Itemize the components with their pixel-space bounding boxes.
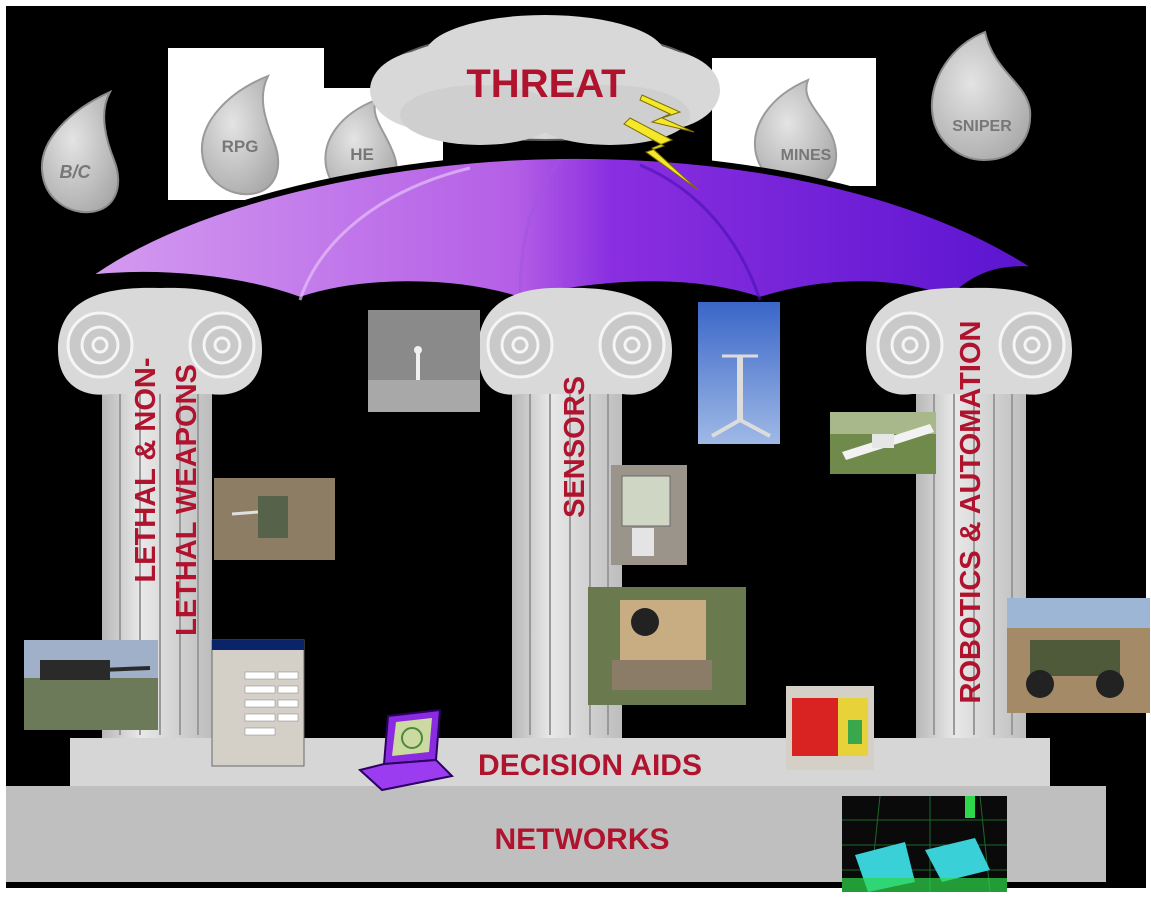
threat-label-bc: B/C bbox=[60, 162, 92, 182]
center-column bbox=[478, 287, 672, 740]
threat-drop-bc bbox=[40, 89, 119, 214]
vehicle-optics-photo bbox=[588, 587, 746, 705]
networks-label: NETWORKS bbox=[495, 823, 670, 856]
decision-aids-label: DECISION AIDS bbox=[478, 749, 702, 782]
umbrella-canopy bbox=[74, 152, 1042, 304]
laptop-icon bbox=[357, 708, 455, 792]
thermal-image-photo bbox=[368, 310, 480, 412]
lightning-bolt-icon bbox=[623, 94, 699, 191]
sensor-device-photo bbox=[611, 465, 687, 565]
threat-cloud bbox=[370, 15, 720, 145]
threat-label-sniper: SNIPER bbox=[952, 118, 1012, 135]
antenna-sensor-photo bbox=[698, 302, 780, 444]
robotic-vehicle-photo bbox=[1007, 598, 1150, 713]
3d-network-visualization bbox=[842, 795, 1007, 893]
pillar-label-sensors: SENSORS bbox=[559, 376, 591, 518]
threat-label-rpg: RPG bbox=[222, 137, 259, 156]
turret-weapon-photo bbox=[214, 478, 335, 560]
threat-label-he: HE bbox=[350, 145, 374, 164]
threat-drop-sniper bbox=[930, 30, 1032, 162]
mounted-gun-photo bbox=[24, 640, 158, 730]
software-window-screenshot bbox=[211, 639, 305, 767]
threat-title: THREAT bbox=[466, 62, 625, 106]
pillar-label-robotics: ROBOTICS & AUTOMATION bbox=[955, 321, 987, 704]
heatmap-map-screenshot bbox=[786, 686, 874, 770]
pillar-label-lethal-line1: LETHAL & NON- bbox=[130, 357, 162, 582]
uav-aircraft-photo bbox=[830, 412, 936, 474]
threat-drop-rpg bbox=[200, 74, 279, 196]
threat-label-mines: MINES bbox=[781, 147, 832, 164]
pillar-label-lethal-line2: LETHAL WEAPONS bbox=[171, 364, 203, 636]
